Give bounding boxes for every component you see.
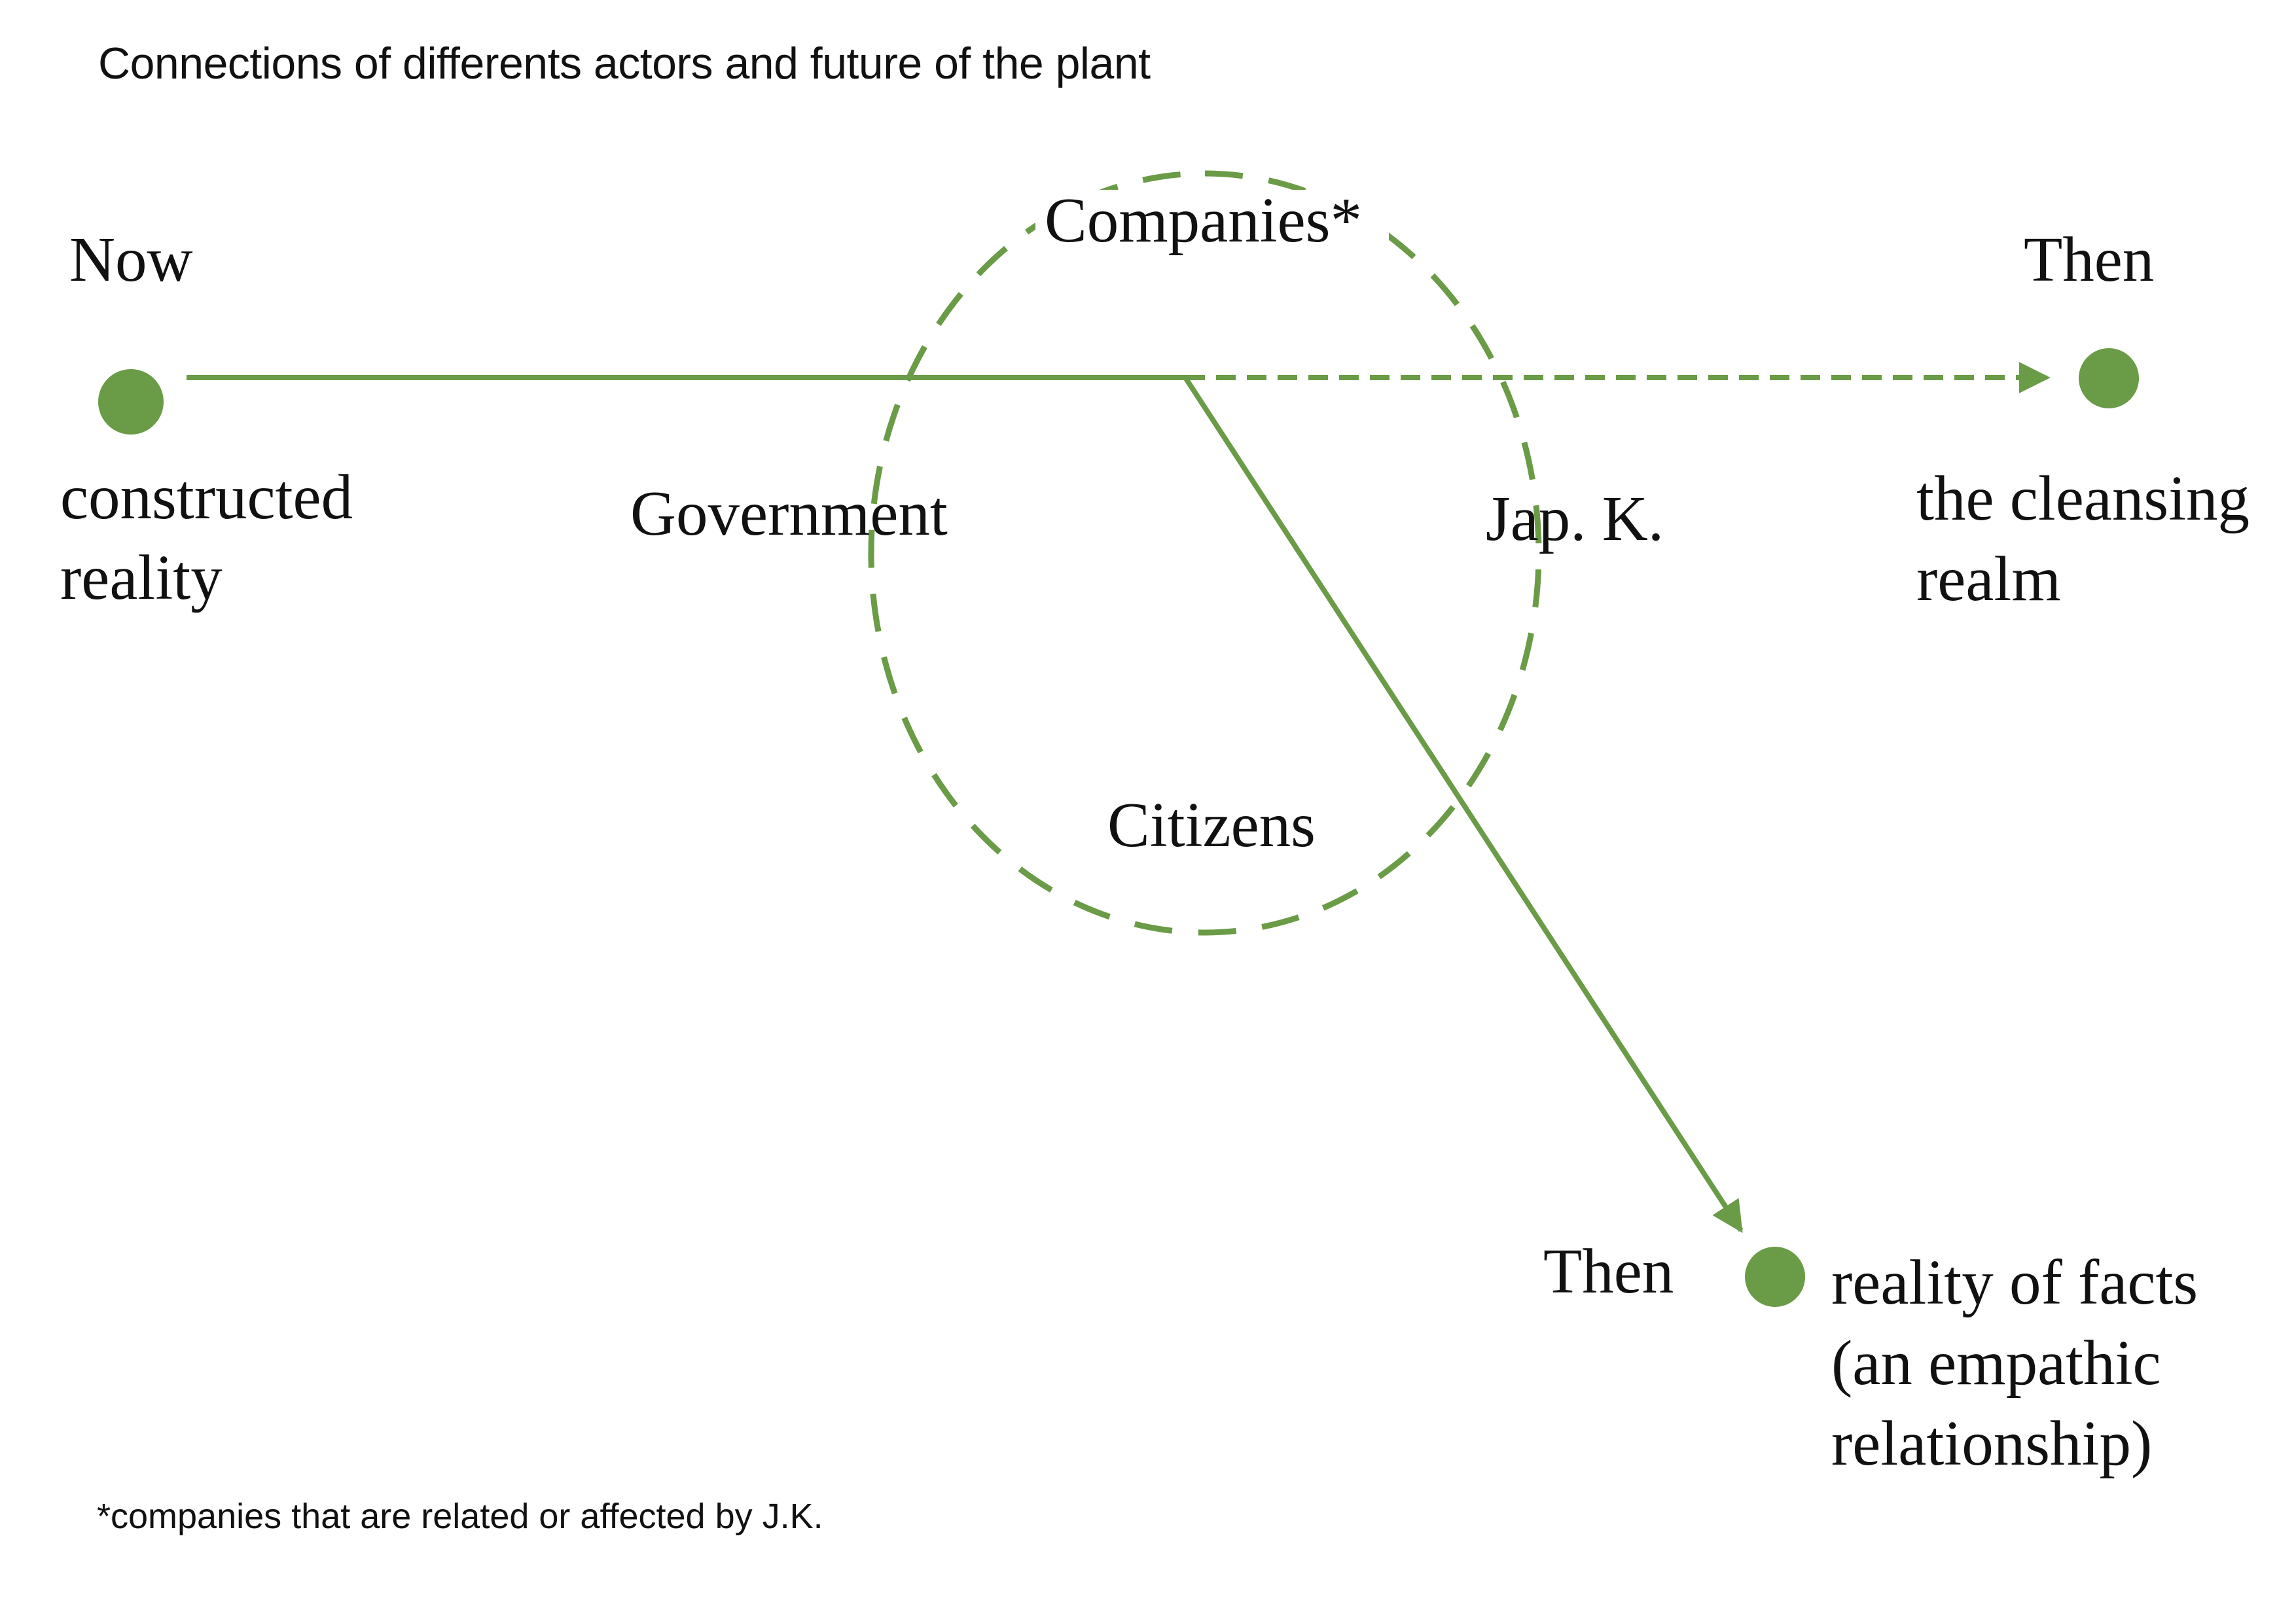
then-bottom-heading: Then (1543, 1236, 1674, 1306)
then-bottom-caption-line: (an empathic (1831, 1328, 2161, 1398)
now-caption-line: constructed (60, 462, 353, 532)
actor-companies-label: Companies* (1045, 185, 1362, 255)
actor-government-label: Government (630, 478, 948, 548)
then-right-node-dot (2079, 348, 2139, 408)
then-right-caption-line: realm (1916, 544, 2061, 614)
diagram-title: Connections of differents actors and fut… (98, 39, 1151, 88)
actors-circle (868, 170, 1542, 936)
then-bottom-node-dot (1745, 1247, 1805, 1307)
then-bottom-caption-line: reality of facts (1831, 1247, 2198, 1317)
now-node-dot (98, 369, 164, 435)
then-right-caption: the cleansing realm (1916, 458, 2250, 619)
citizens-label-gap (1100, 789, 1374, 864)
actor-jap-k-label: Jap. K. (1486, 484, 1664, 554)
now-caption: constructed reality (60, 457, 353, 618)
actor-citizens-label: Citizens (1107, 790, 1316, 860)
then-right-caption-line: the cleansing (1916, 463, 2250, 533)
then-bottom-caption: reality of facts (an empathic relationsh… (1831, 1242, 2198, 1484)
companies-label-gap (1035, 190, 1389, 262)
now-heading: Now (69, 224, 193, 294)
then-bottom-caption-line: relationship) (1831, 1408, 2153, 1478)
then-right-heading: Then (2024, 224, 2155, 294)
footnote: *companies that are related or affected … (97, 1497, 823, 1536)
solid-arrow-to-reality-of-facts (1183, 376, 1744, 1234)
now-caption-line: reality (60, 543, 223, 613)
